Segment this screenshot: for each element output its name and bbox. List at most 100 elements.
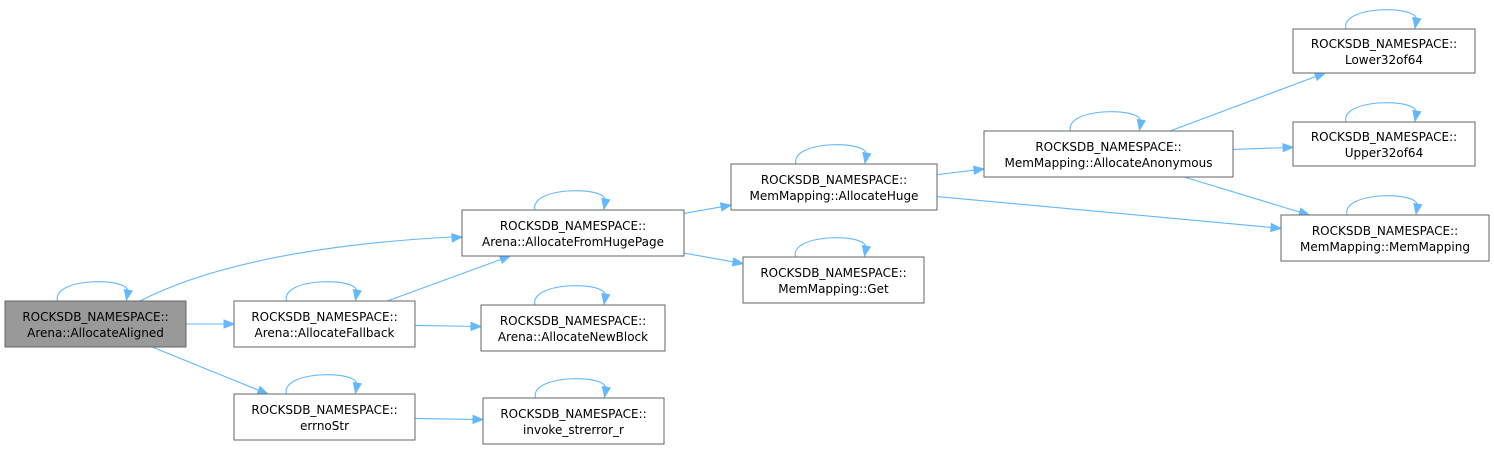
node-namespace-label: ROCKSDB_NAMESPACE:: [22,310,168,324]
edge-allocate_huge-to-allocate_anonymous [936,165,986,176]
node-namespace-label: ROCKSDB_NAMESPACE:: [251,310,397,324]
node-box [730,163,938,211]
edge-arrowhead [719,202,733,212]
node-function-label: Lower32of64 [1345,53,1423,67]
node-allocate-huge[interactable]: ROCKSDB_NAMESPACE::MemMapping::AllocateH… [730,163,938,211]
node-function-label: MemMapping::AllocateAnonymous [1004,156,1212,170]
edge-arrowhead [470,321,483,332]
edge-arrowhead [123,288,134,302]
node-invoke-strerror-r[interactable]: ROCKSDB_NAMESPACE::invoke_strerror_r [482,397,665,445]
edge-arrowhead [223,319,236,329]
edge-line [794,237,867,258]
edge-invoke_strerror_r-to-invoke_strerror_r [534,378,612,399]
edge-line [285,374,358,395]
edge-allocate_huge-to-mem_mapping_ctor [936,195,1283,233]
edge-allocate_new_block-to-allocate_new_block [534,285,611,306]
node-allocate-aligned[interactable]: ROCKSDB_NAMESPACE::Arena::AllocateAligne… [4,300,187,348]
node-function-label: errnoStr [300,419,349,433]
edge-allocate_fallback-to-allocate_new_block [414,321,483,332]
edge-allocate_anonymous-to-mem_mapping_ctor [1184,176,1311,217]
edge-allocate_from_huge_page-to-allocate_from_huge_page [534,190,611,211]
node-function-label: Arena::AllocateAligned [27,326,164,340]
node-namespace-label: ROCKSDB_NAMESPACE:: [760,266,906,280]
edge-line [936,169,976,176]
edge-arrowhead [472,414,485,425]
edge-arrowhead [352,288,363,302]
node-box [480,304,666,352]
node-namespace-label: ROCKSDB_NAMESPACE:: [500,407,646,421]
edge-allocate_anonymous-to-lower32of64 [1169,72,1327,132]
edge-arrowhead [601,197,611,211]
node-function-label: MemMapping::AllocateHuge [750,189,919,203]
edge-line [534,285,606,306]
edge-line [387,258,502,302]
edge-arrowhead [1136,118,1147,132]
node-namespace-label: ROCKSDB_NAMESPACE:: [251,403,397,417]
node-mem-mapping-ctor[interactable]: ROCKSDB_NAMESPACE::MemMapping::MemMappin… [1280,214,1490,262]
node-lower32of64[interactable]: ROCKSDB_NAMESPACE::Lower32of64 [1292,28,1476,74]
node-errno-str[interactable]: ROCKSDB_NAMESPACE::errnoStr [233,393,416,441]
edge-line [285,281,358,302]
node-function-label: Upper32of64 [1345,146,1423,160]
edge-line [56,281,129,302]
edges-layer [56,9,1423,425]
edge-allocate_huge-to-allocate_huge [795,144,872,165]
edge-allocate_aligned-to-allocate_from_huge_page [139,233,464,302]
node-box [742,256,925,304]
edge-line [1169,75,1317,132]
edge-allocate_anonymous-to-allocate_anonymous [1069,111,1147,132]
edge-mem_mapping_get-to-mem_mapping_get [794,237,872,258]
edge-allocate_from_huge_page-to-mem_mapping_get [683,252,745,267]
edge-errno_str-to-errno_str [285,374,363,395]
node-box [233,300,416,348]
node-allocate-fallback[interactable]: ROCKSDB_NAMESPACE::Arena::AllocateFallba… [233,300,416,348]
edge-line [1346,195,1418,216]
node-namespace-label: ROCKSDB_NAMESPACE:: [1311,37,1457,51]
node-box [1292,121,1476,167]
edge-allocate_from_huge_page-to-allocate_huge [683,202,733,214]
node-namespace-label: ROCKSDB_NAMESPACE:: [1311,130,1457,144]
node-function-label: Arena::AllocateFallback [255,326,395,340]
edge-line [1184,176,1301,213]
edge-line [414,417,475,420]
edge-arrowhead [352,381,363,395]
edge-arrowhead [1313,72,1327,82]
node-function-label: Arena::AllocateFromHugePage [482,235,664,249]
edge-arrowhead [1413,202,1423,216]
edge-arrowhead [731,257,745,267]
edge-line [1232,147,1285,151]
node-function-label: MemMapping::MemMapping [1300,240,1470,254]
edge-arrowhead [498,255,512,265]
edge-errno_str-to-invoke_strerror_r [414,414,485,425]
node-function-label: invoke_strerror_r [523,423,624,437]
node-box [1280,214,1490,262]
edge-line [534,378,607,399]
edge-allocate_fallback-to-allocate_from_huge_page [387,255,512,302]
edge-line [936,195,1273,229]
node-box [233,393,416,441]
node-namespace-label: ROCKSDB_NAMESPACE:: [500,314,646,328]
edge-allocate_anonymous-to-upper32of64 [1232,142,1295,153]
edge-arrowhead [1270,222,1283,233]
node-box [461,209,685,257]
node-allocate-anonymous[interactable]: ROCKSDB_NAMESPACE::MemMapping::AllocateA… [983,130,1234,178]
edge-upper32of64-to-upper32of64 [1345,102,1422,123]
edge-arrowhead [861,244,872,258]
edge-arrowhead [1412,109,1422,123]
node-mem-mapping-get[interactable]: ROCKSDB_NAMESPACE::MemMapping::Get [742,256,925,304]
edge-line [1345,9,1417,30]
edge-line [795,144,867,165]
edge-line [139,236,453,302]
edge-arrowhead [601,292,611,306]
node-upper32of64[interactable]: ROCKSDB_NAMESPACE::Upper32of64 [1292,121,1476,167]
node-function-label: Arena::AllocateNewBlock [498,330,648,344]
node-box [983,130,1234,178]
edge-allocate_aligned-to-allocate_aligned [56,281,134,302]
node-namespace-label: ROCKSDB_NAMESPACE:: [1312,224,1458,238]
node-namespace-label: ROCKSDB_NAMESPACE:: [761,173,907,187]
node-allocate-new-block[interactable]: ROCKSDB_NAMESPACE::Arena::AllocateNewBlo… [480,304,666,352]
edge-line [1345,102,1417,123]
edge-line [414,324,473,327]
node-allocate-from-huge-page[interactable]: ROCKSDB_NAMESPACE::Arena::AllocateFromHu… [461,209,685,257]
